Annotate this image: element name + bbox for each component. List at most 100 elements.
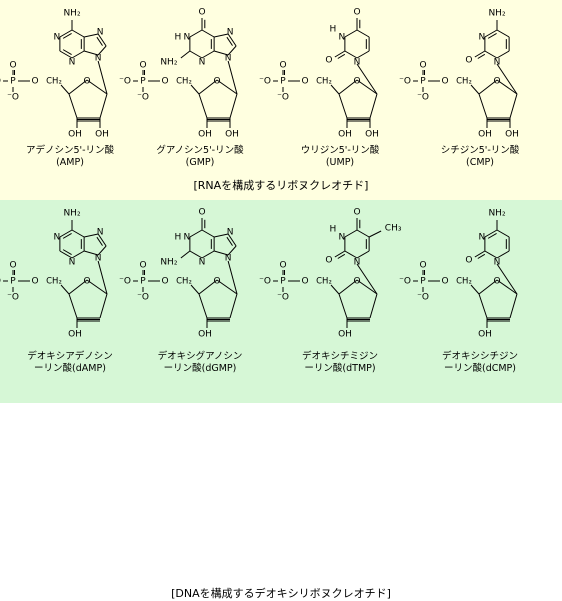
bond-line (59, 50, 73, 59)
nitrogen-label: N (225, 254, 232, 264)
bond-line (71, 50, 85, 59)
bond-line (213, 250, 229, 256)
bond-line (84, 33, 99, 38)
oxygen-label: O (465, 56, 472, 66)
bond-line (214, 233, 229, 238)
bond-line (86, 279, 108, 295)
bond-line (334, 250, 346, 258)
oxygen-label: O (353, 208, 360, 218)
bond-line (59, 229, 73, 238)
bond-line (484, 250, 498, 259)
bond-line (189, 250, 203, 259)
glycosidic-bond (356, 63, 378, 95)
bond-line (496, 250, 510, 259)
bond-line (68, 79, 88, 95)
nitrogen-label: N (97, 28, 104, 38)
bond-line (198, 93, 208, 119)
amine-label: NH₂ (488, 9, 506, 19)
oxygen-label: O (31, 277, 38, 287)
oxygen-anion-label: ⁻O (259, 77, 271, 87)
oxygen-anion-label: ⁻O (0, 77, 1, 87)
bond-line (227, 245, 237, 256)
oxygen-label: O (419, 261, 426, 271)
bond-line (190, 284, 200, 295)
nitrogen-label: N (227, 228, 234, 238)
bond-line (190, 84, 200, 95)
bond-line (71, 250, 85, 259)
nitrogen-label: N (354, 58, 361, 68)
bond-line (487, 33, 497, 39)
oxygen-label: O (301, 277, 308, 287)
nitrogen-label: N (199, 58, 206, 68)
hydroxyl-label: OH (505, 130, 519, 140)
glycosidic-bond (227, 260, 238, 295)
oxygen-label: O (198, 208, 205, 218)
bond-line (484, 229, 498, 238)
phosphorus-label: P (280, 277, 286, 287)
hydroxyl-label: OH (198, 330, 212, 340)
dtmp-label: デオキシチミジンーリン酸(dTMP) (301, 351, 379, 374)
bond-line (96, 236, 103, 246)
bond-line (68, 293, 78, 319)
oxygen-label: O (198, 8, 205, 18)
ch2-label: CH₂ (316, 277, 332, 287)
bond-line (496, 50, 510, 59)
bond-line (356, 50, 370, 59)
bond-line (344, 50, 358, 59)
bond-line (97, 45, 107, 56)
bond-line (180, 250, 191, 259)
ring-oxygen-label: O (353, 277, 360, 287)
glycosidic-bond (356, 263, 378, 295)
oxygen-label: O (325, 256, 332, 266)
dna-caption: [DNAを構成するデオキシリボヌクレオチド] (171, 587, 391, 600)
bond-line (201, 50, 215, 59)
bond-line (214, 33, 229, 38)
hydrogen-label: H (174, 233, 181, 243)
bond-line (474, 50, 486, 58)
nitrogen-label: N (199, 258, 206, 268)
bond-line (229, 93, 238, 119)
nitrogen-label: N (97, 228, 104, 238)
bond-line (487, 233, 497, 239)
bond-line (356, 279, 378, 295)
hydroxyl-label: OH (338, 130, 352, 140)
bond-line (509, 93, 518, 119)
ring-oxygen-label: O (83, 77, 90, 87)
bond-line (356, 79, 378, 95)
nitrogen-label: N (95, 54, 102, 64)
bond-line (60, 284, 70, 295)
bond-line (213, 50, 229, 56)
phosphorus-label: P (420, 277, 426, 287)
amp-label: アデノシン5'-リン酸(AMP) (25, 145, 115, 168)
hydroxyl-label: OH (225, 130, 239, 140)
oxygen-anion-label: ⁻O (399, 77, 411, 87)
hydroxyl-label: OH (95, 130, 109, 140)
rna-panel: アデノシン5'-リン酸(AMP) グアノシン5'-リン酸(GMP) ウリジン5'… (0, 0, 562, 200)
bond-line (470, 284, 480, 295)
bond-line (470, 84, 480, 95)
bond-line (344, 229, 358, 238)
nitrogen-label: N (54, 33, 61, 43)
bond-line (496, 29, 510, 38)
bond-line (97, 33, 107, 47)
oxygen-anion-label: ⁻O (137, 93, 149, 103)
bond-line (60, 84, 70, 95)
phosphorus-label: P (10, 77, 16, 87)
ring-oxygen-label: O (83, 277, 90, 287)
bond-line (99, 93, 108, 119)
nitrogen-label: N (494, 258, 501, 268)
bond-line (509, 293, 518, 319)
bond-line (189, 29, 203, 38)
bond-line (71, 229, 85, 238)
bond-line (496, 229, 510, 238)
oxygen-label: O (279, 261, 286, 271)
bond-line (62, 33, 72, 39)
phosphorus-label: P (140, 77, 146, 87)
glycosidic-bond (97, 260, 108, 295)
bond-line (484, 50, 498, 59)
bond-line (201, 229, 215, 238)
bond-line (478, 293, 488, 319)
bond-line (484, 29, 498, 38)
bond-line (477, 253, 486, 259)
bond-line (97, 233, 107, 247)
